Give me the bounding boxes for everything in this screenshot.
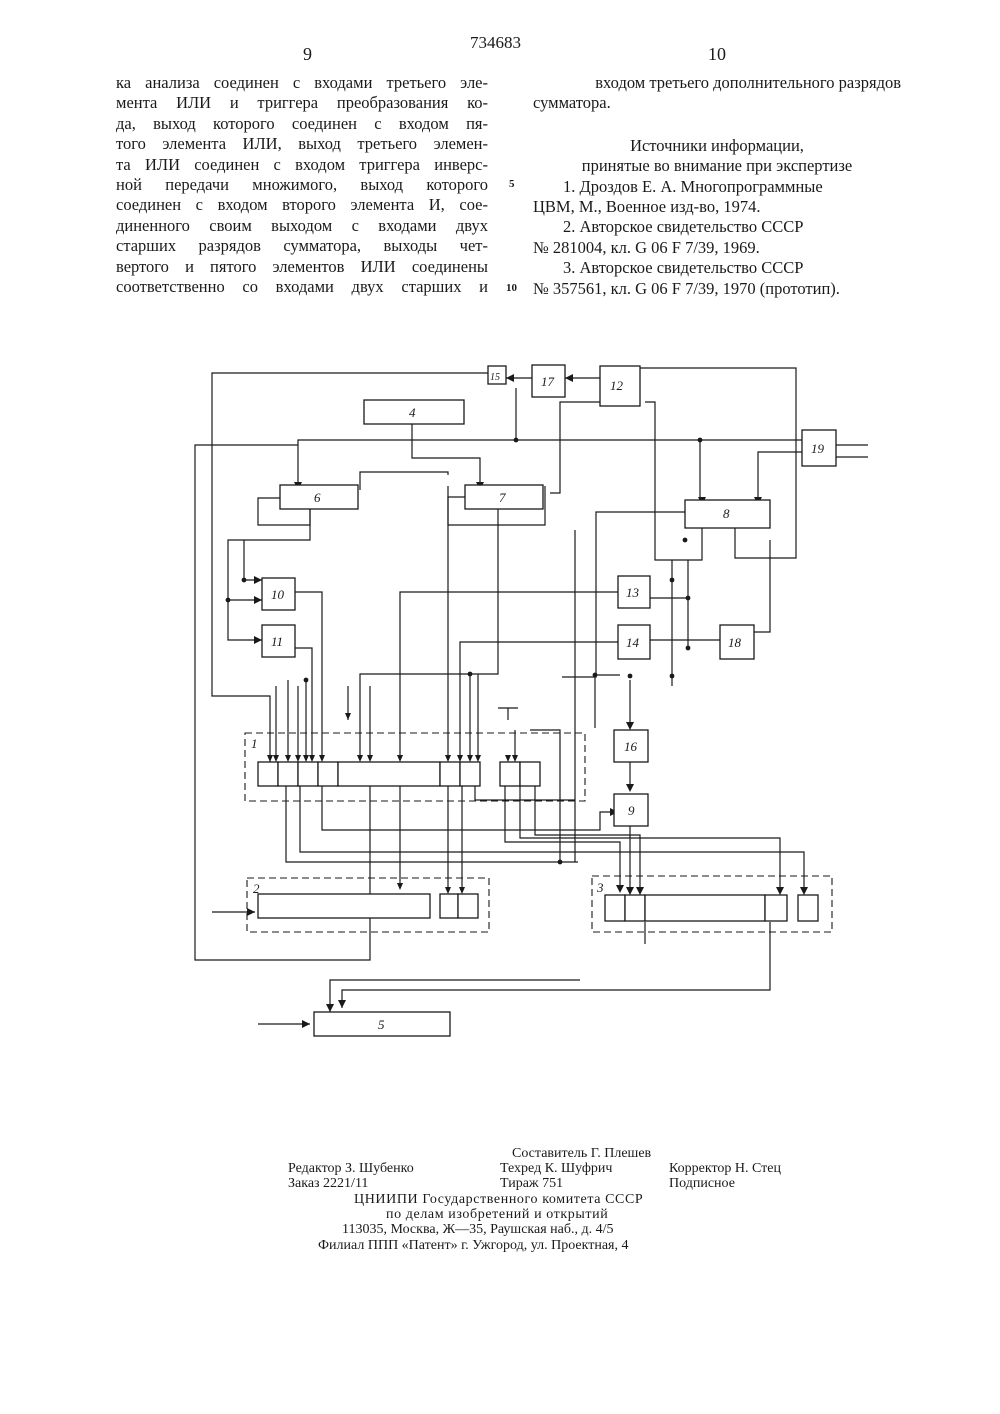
block-label-17: 17 xyxy=(541,374,555,389)
left-column-line: старших разрядов сумматора, выходы чет- xyxy=(116,236,488,256)
block-label-18: 18 xyxy=(728,635,742,650)
block-label-6: 6 xyxy=(314,490,321,505)
left-column-line: того элемента ИЛИ, выход третьего элемен… xyxy=(116,134,488,154)
margin-line-number-5: 5 xyxy=(509,178,515,190)
imprint-circulation: Тираж 751 xyxy=(500,1176,563,1192)
block-label-5: 5 xyxy=(378,1017,385,1032)
block-1-cell xyxy=(258,762,278,786)
continuation-line: входом третьего дополнительного разрядов xyxy=(533,73,901,93)
block-3-cell xyxy=(645,895,765,921)
block-1-cell xyxy=(520,762,540,786)
block-3-cell xyxy=(798,895,818,921)
block-2-cell xyxy=(458,894,478,918)
left-column-line: ка анализа соединен с входами третьего э… xyxy=(116,73,488,93)
block-label-2: 2 xyxy=(253,881,260,896)
imprint-order: Заказ 2221/11 xyxy=(288,1176,368,1192)
block-1-cell xyxy=(298,762,318,786)
left-column-line: та ИЛИ соединен с входом триггера инверс… xyxy=(116,155,488,175)
reference-line: № 357561, кл. G 06 F 7/39, 1970 (прототи… xyxy=(533,279,901,299)
patent-number: 734683 xyxy=(470,33,521,53)
block-3-cell xyxy=(625,895,645,921)
imprint-branch: Филиал ППП «Патент» г. Ужгород, ул. Прое… xyxy=(318,1238,628,1254)
imprint-compiler: Составитель Г. Плешев xyxy=(512,1146,651,1162)
block-1-cell xyxy=(278,762,298,786)
left-column-line: диненного своим выходом с входами двух xyxy=(116,216,488,236)
left-column-text: ка анализа соединен с входами третьего э… xyxy=(116,73,488,297)
left-column-line: да, выход которого соединен с входом пя- xyxy=(116,114,488,134)
block-label-9: 9 xyxy=(628,803,635,818)
block-label-10: 10 xyxy=(271,587,285,602)
block-label-4: 4 xyxy=(409,405,416,420)
reference-line: 1. Дроздов Е. А. Многопрограммные xyxy=(533,177,901,197)
reference-line: ЦВМ, М., Военное изд-во, 1974. xyxy=(533,197,901,217)
block-label-1: 1 xyxy=(251,736,258,751)
reference-line: № 281004, кл. G 06 F 7/39, 1969. xyxy=(533,238,901,258)
imprint-organization: ЦНИИПИ Государственного комитета СССР xyxy=(354,1192,643,1208)
left-column-line: мента ИЛИ и триггера преобразования ко- xyxy=(116,93,488,113)
imprint-proofreader: Корректор Н. Стец xyxy=(669,1161,781,1177)
imprint-editor: Редактор З. Шубенко xyxy=(288,1161,414,1177)
page-number-right: 10 xyxy=(708,44,726,65)
block-label-12: 12 xyxy=(610,378,624,393)
block-2-cell xyxy=(440,894,458,918)
left-column-line: соединен с входом второго элемента И, со… xyxy=(116,195,488,215)
block-2-cell xyxy=(258,894,430,918)
imprint-subscription: Подписное xyxy=(669,1176,735,1192)
block-label-15: 15 xyxy=(490,372,500,383)
page-number-left: 9 xyxy=(303,44,312,65)
block-1-cell xyxy=(460,762,480,786)
block-label-19: 19 xyxy=(811,441,825,456)
block-label-8: 8 xyxy=(723,506,730,521)
block-label-13: 13 xyxy=(626,585,640,600)
block-label-14: 14 xyxy=(626,635,640,650)
block-label-16: 16 xyxy=(624,739,638,754)
block-3-cell xyxy=(765,895,787,921)
block-3-cell xyxy=(605,895,625,921)
left-column-line: соответственно со входами двух старших и xyxy=(116,277,488,297)
continuation-line: сумматора. xyxy=(533,93,901,113)
block-1-cell xyxy=(338,762,440,786)
reference-line: 3. Авторское свидетельство СССР xyxy=(533,258,901,278)
margin-line-number-10: 10 xyxy=(506,282,517,294)
right-column-text: входом третьего дополнительного разрядов… xyxy=(533,73,901,299)
block-label-3: 3 xyxy=(596,880,604,895)
block-diagram: 1 2 3 4 5 6 7 8 9 10 11 12 13 14 15 16 1… xyxy=(0,330,1000,1080)
block-1-cell xyxy=(318,762,338,786)
left-column-line: вертого и пятого элементов ИЛИ соединены xyxy=(116,257,488,277)
imprint-techred: Техред К. Шуфрич xyxy=(500,1161,612,1177)
block-1-cell xyxy=(440,762,460,786)
block-label-7: 7 xyxy=(499,490,506,505)
sources-subtitle: принятые во внимание при экспертизе xyxy=(533,156,901,176)
block-label-11: 11 xyxy=(271,634,283,649)
left-column-line: ной передачи множимого, выход которого xyxy=(116,175,488,195)
imprint-address: 113035, Москва, Ж—35, Раушская наб., д. … xyxy=(342,1222,614,1238)
block-1-cell xyxy=(500,762,520,786)
reference-line: 2. Авторское свидетельство СССР xyxy=(533,217,901,237)
sources-title: Источники информации, xyxy=(533,136,901,156)
imprint-organization-dept: по делам изобретений и открытий xyxy=(386,1207,608,1223)
